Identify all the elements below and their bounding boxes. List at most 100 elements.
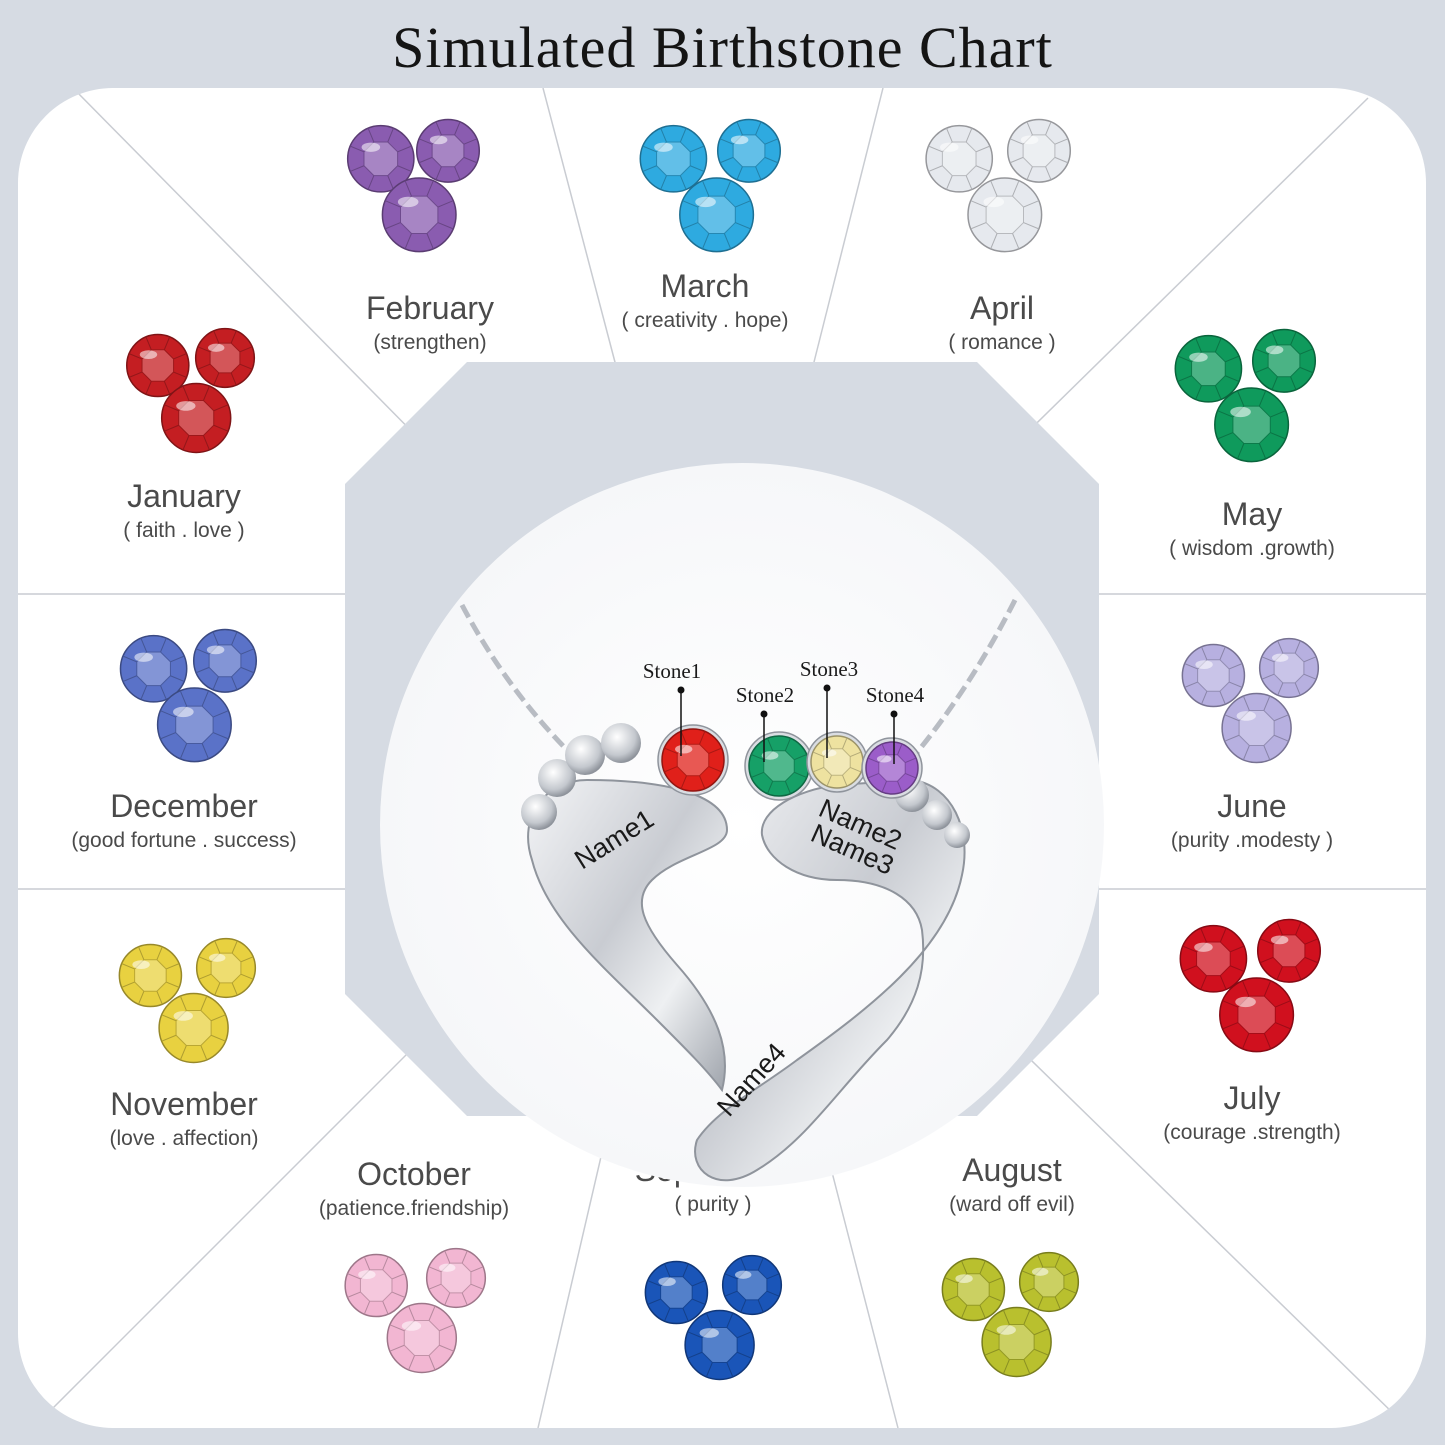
january-gems (126, 327, 256, 454)
august-gems (941, 1251, 1080, 1378)
stone-pointer-dot-2 (760, 710, 768, 718)
month-meaning: ( romance ) (948, 331, 1056, 354)
february-gems (346, 118, 481, 253)
january-gem-1 (126, 333, 190, 398)
month-january: January ( faith . love ) (54, 478, 314, 544)
month-december: December (good fortune . success) (54, 788, 314, 854)
july-gems (1179, 918, 1322, 1053)
august-gem-2 (1018, 1251, 1080, 1313)
month-may: May ( wisdom .growth) (1122, 496, 1382, 562)
month-name: December (110, 788, 258, 824)
october-gems (344, 1247, 487, 1374)
month-name: October (357, 1156, 471, 1192)
month-meaning: ( faith . love ) (123, 519, 245, 542)
stone-pointer-dot-3 (823, 684, 831, 692)
pendant-stone-2 (748, 735, 810, 797)
month-april: April ( romance ) (872, 290, 1132, 356)
july-gem-3 (1219, 977, 1295, 1053)
september-gems (644, 1254, 783, 1381)
march-gem-2 (716, 118, 782, 183)
december-gems (119, 628, 258, 763)
month-october: October (patience.friendship) (284, 1156, 544, 1222)
september-gem-1 (644, 1260, 709, 1325)
month-june: June (purity .modesty ) (1122, 788, 1382, 854)
month-name: March (660, 268, 750, 304)
chain (459, 598, 1018, 757)
february-gem-1 (346, 124, 415, 193)
month-name: November (110, 1086, 258, 1122)
december-gem-2 (192, 628, 258, 693)
month-february: February (strengthen) (300, 290, 560, 356)
march-gem-3 (679, 177, 755, 253)
january-gem-2 (194, 327, 256, 389)
november-gems (118, 937, 257, 1064)
august-gem-3 (981, 1306, 1052, 1378)
november-gem-3 (158, 992, 229, 1064)
left-foot (527, 778, 729, 1093)
september-gem-3 (684, 1309, 755, 1381)
may-gem-1 (1174, 334, 1243, 403)
month-meaning: ( purity ) (674, 1193, 752, 1216)
chart-title: Simulated Birthstone Chart (392, 15, 1053, 80)
september-gem-2 (721, 1254, 783, 1316)
february-gem-2 (415, 118, 481, 183)
april-gem-2 (1006, 118, 1072, 183)
october-gem-3 (386, 1302, 458, 1374)
month-name: July (1223, 1080, 1281, 1116)
month-meaning: (strengthen) (373, 331, 487, 354)
pendant-stone-1 (661, 728, 725, 792)
stone-label-4: Stone4 (866, 683, 925, 707)
june-gem-1 (1181, 643, 1246, 708)
june-gems (1181, 637, 1320, 764)
month-november: November (love . affection) (54, 1086, 314, 1152)
october-gem-1 (344, 1253, 408, 1318)
march-gems (639, 118, 782, 253)
august-gem-1 (941, 1257, 1006, 1322)
month-name: April (969, 290, 1034, 326)
month-name: August (962, 1152, 1062, 1188)
stone-pointer-dot-1 (677, 686, 685, 694)
toes (521, 723, 970, 848)
month-august: August (ward off evil) (882, 1152, 1142, 1218)
may-gems (1174, 328, 1317, 463)
october-gem-2 (425, 1247, 487, 1309)
march-gem-1 (639, 124, 708, 193)
month-meaning: ( wisdom .growth) (1169, 537, 1335, 560)
month-name: January (127, 478, 241, 514)
month-name: February (365, 290, 495, 326)
month-meaning: (purity .modesty ) (1170, 829, 1334, 852)
february-gem-3 (381, 177, 457, 253)
june-gem-2 (1258, 637, 1320, 699)
pendant-stone-4 (865, 741, 919, 795)
stone-label-2: Stone2 (736, 683, 794, 707)
right-foot (694, 778, 966, 1182)
month-meaning: (patience.friendship) (318, 1197, 510, 1220)
stone-label-1: Stone1 (643, 659, 701, 683)
month-meaning: (courage .strength) (1163, 1121, 1341, 1144)
november-gem-1 (118, 943, 183, 1008)
pendant-stone-3 (810, 735, 864, 789)
month-name: May (1221, 496, 1283, 532)
stone-label-3: Stone3 (800, 657, 858, 681)
november-gem-2 (195, 937, 257, 999)
month-march: March ( creativity . hope) (575, 268, 835, 334)
month-meaning: (love . affection) (109, 1127, 259, 1150)
month-meaning: ( creativity . hope) (621, 309, 789, 332)
month-name: June (1217, 788, 1287, 824)
may-gem-3 (1214, 387, 1290, 463)
month-meaning: (ward off evil) (949, 1193, 1075, 1216)
may-gem-2 (1251, 328, 1317, 393)
december-gem-1 (119, 634, 188, 703)
july-gem-1 (1179, 924, 1248, 993)
month-july: July (courage .strength) (1122, 1080, 1382, 1146)
birthstone-board: February (strengthen) March ( creativity… (18, 88, 1426, 1428)
july-gem-2 (1256, 918, 1322, 983)
april-gems (925, 118, 1072, 253)
month-meaning: (good fortune . success) (71, 829, 297, 852)
january-gem-3 (160, 382, 232, 454)
pendant-backdrop (380, 463, 1104, 1187)
december-gem-3 (156, 687, 232, 763)
